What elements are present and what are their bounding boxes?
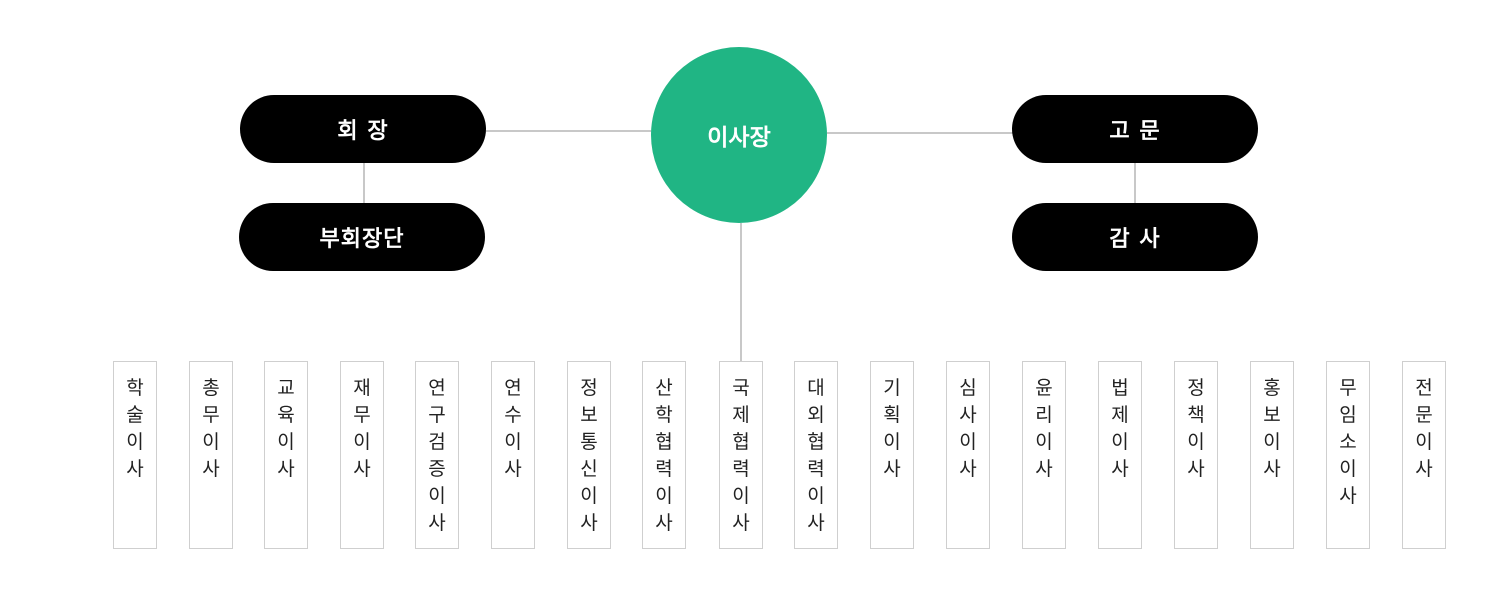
chairman-node: 회 장 [240, 95, 486, 163]
dept-international-cooperation: 국제협력이사 [719, 361, 763, 549]
dept-label: 학술이사 [126, 377, 144, 480]
dept-specialist: 전문이사 [1402, 361, 1446, 549]
dept-label: 홍보이사 [1263, 377, 1281, 480]
advisor-node: 고 문 [1012, 95, 1258, 163]
dept-label: 연수이사 [504, 377, 522, 480]
dept-label: 교육이사 [277, 377, 295, 480]
dept-label: 윤리이사 [1035, 377, 1053, 480]
dept-label: 국제협력이사 [732, 377, 750, 534]
dept-research-verification: 연구검증이사 [415, 361, 459, 549]
dept-education: 교육이사 [264, 361, 308, 549]
dept-label: 기획이사 [883, 377, 901, 480]
dept-academic: 학술이사 [113, 361, 157, 549]
dept-without-portfolio: 무임소이사 [1326, 361, 1370, 549]
dept-finance: 재무이사 [340, 361, 384, 549]
dept-label: 전문이사 [1415, 377, 1433, 480]
dept-label: 대외협력이사 [807, 377, 825, 534]
dept-legislation: 법제이사 [1098, 361, 1142, 549]
dept-label: 법제이사 [1111, 377, 1129, 480]
auditor-node: 감 사 [1012, 203, 1258, 271]
dept-label: 총무이사 [202, 377, 220, 480]
dept-label: 정책이사 [1187, 377, 1205, 480]
dept-label: 정보통신이사 [580, 377, 598, 534]
dept-industry-cooperation: 산학협력이사 [642, 361, 686, 549]
board-chair-node: 이사장 [651, 47, 827, 223]
dept-training: 연수이사 [491, 361, 535, 549]
dept-policy: 정책이사 [1174, 361, 1218, 549]
dept-review: 심사이사 [946, 361, 990, 549]
department-row: 학술이사 총무이사 교육이사 재무이사 연구검증이사 연수이사 정보통신이사 산… [0, 361, 1500, 551]
dept-ethics: 윤리이사 [1022, 361, 1066, 549]
dept-label: 산학협력이사 [655, 377, 673, 534]
dept-label: 심사이사 [959, 377, 977, 480]
dept-label: 무임소이사 [1339, 377, 1357, 507]
vice-chairs-node: 부회장단 [239, 203, 485, 271]
dept-it: 정보통신이사 [567, 361, 611, 549]
dept-planning: 기획이사 [870, 361, 914, 549]
dept-general-affairs: 총무이사 [189, 361, 233, 549]
dept-public-relations: 홍보이사 [1250, 361, 1294, 549]
dept-label: 연구검증이사 [428, 377, 446, 534]
dept-external-cooperation: 대외협력이사 [794, 361, 838, 549]
dept-label: 재무이사 [353, 377, 371, 480]
